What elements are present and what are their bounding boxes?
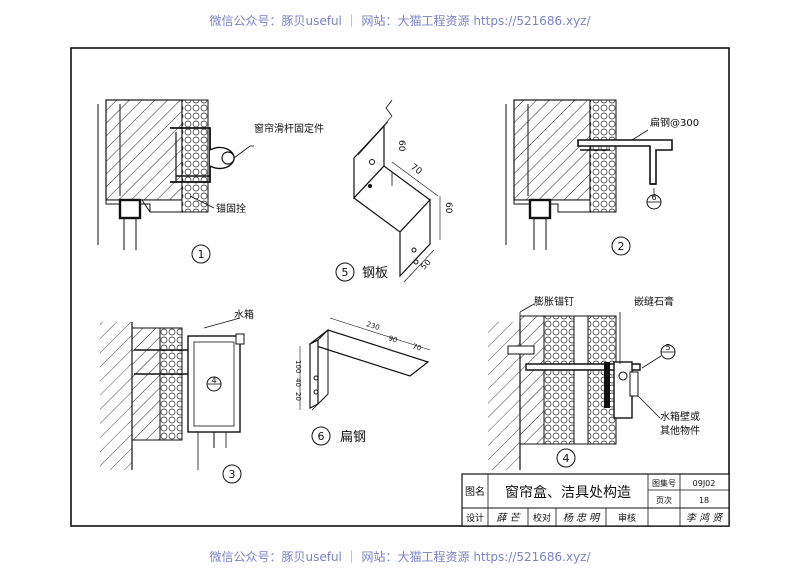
detail-5: 60 70 60 50 5 钢板 [335, 99, 453, 283]
detail-3-number: 3 [229, 468, 236, 481]
detail-4: 膨胀锚钉 嵌缝石膏 5 水箱壁或 其他物件 4 [488, 295, 700, 470]
dim-d5-b: 70 [408, 162, 423, 177]
detail-2: 6 扁钢@300 2 [505, 99, 699, 256]
detail-1: 1 窗帘滑杆固定件 锚固拴 [97, 99, 324, 264]
window-frame [528, 198, 552, 220]
detail-3: 水箱 4 3 [100, 308, 254, 484]
detail-2-number: 2 [618, 240, 625, 253]
dim-d6-e: 40 [294, 378, 302, 387]
label-flat-steel: 扁钢@300 [650, 116, 699, 129]
watermark-top: 微信公众号：豚贝useful ｜ 网站：大猫工程资源 https://52168… [209, 14, 591, 28]
tb-check-label: 校对 [533, 512, 551, 524]
watermark-bottom: 微信公众号：豚贝useful ｜ 网站：大猫工程资源 https://52168… [209, 550, 591, 564]
detail-5-number: 5 [342, 266, 349, 279]
label-water-tank: 水箱 [234, 308, 254, 321]
label-gypsum: 嵌缝石膏 [634, 295, 674, 308]
label-tank-wall-1: 水箱壁或 [660, 410, 700, 423]
tb-page-no: 18 [699, 496, 709, 505]
tb-drawing-name: 窗帘盒、洁具处构造 [505, 484, 631, 501]
detail-3-marker [222, 464, 242, 484]
detail-4-number: 4 [563, 452, 570, 465]
detail-4-ref: 5 [665, 343, 670, 352]
dim-d5-d: 50 [419, 258, 433, 272]
detail-4-marker [556, 448, 576, 468]
title-block: 图名 窗帘盒、洁具处构造 图集号 09J02 页次 18 设计 薛 芒 校对 杨… [461, 473, 730, 527]
detail-5-marker [335, 262, 355, 282]
sheet-border [70, 47, 730, 527]
tb-atlas-no: 09J02 [693, 479, 716, 488]
dim-d5-a: 60 [396, 140, 406, 152]
detail-5-title: 钢板 [362, 266, 388, 281]
detail-2-ref: 6 [651, 193, 656, 202]
detail-1-marker [191, 244, 211, 264]
detail-2-marker [611, 236, 631, 256]
tb-review-signature: 李 鸿 贤 [686, 512, 723, 524]
tb-check-signature: 杨 忠 明 [563, 512, 601, 524]
tb-atlas-label: 图集号 [652, 478, 676, 488]
detail-1-number: 1 [198, 248, 205, 261]
dim-d6-d: 100 [294, 360, 302, 373]
concrete-wall [513, 99, 591, 201]
insulation-layer [589, 99, 617, 213]
label-curtain-fixing: 窗帘滑杆固定件 [254, 122, 324, 135]
tb-name-label: 图名 [465, 485, 485, 498]
dim-d6-b: 90 [387, 334, 398, 344]
tb-design-label: 设计 [466, 512, 484, 524]
label-anchor-bolt: 锚固拴 [216, 202, 246, 215]
detail-6-number: 6 [318, 430, 325, 443]
concrete-wall [105, 99, 183, 201]
detail-6-title: 扁钢 [340, 430, 366, 445]
dim-d6-a: 230 [365, 320, 380, 332]
tb-review-label: 审核 [618, 512, 636, 524]
window-frame [118, 198, 142, 220]
detail-6-marker [311, 426, 331, 446]
detail-3-ref: 4 [211, 376, 216, 385]
label-tank-wall-2: 其他物件 [660, 424, 700, 437]
tb-page-label: 页次 [656, 495, 672, 505]
tb-design-signature: 薛 芒 [496, 512, 521, 524]
dim-d6-c: 70 [411, 342, 422, 352]
detail-6: 230 90 70 100 40 20 6 扁钢 [294, 317, 431, 446]
label-expansion-nail: 膨胀锚钉 [534, 295, 574, 308]
dim-d5-c: 60 [443, 202, 453, 214]
dim-d6-f: 20 [294, 392, 302, 401]
slide-rod-fixing [221, 151, 235, 165]
insulation-layer [181, 99, 209, 213]
